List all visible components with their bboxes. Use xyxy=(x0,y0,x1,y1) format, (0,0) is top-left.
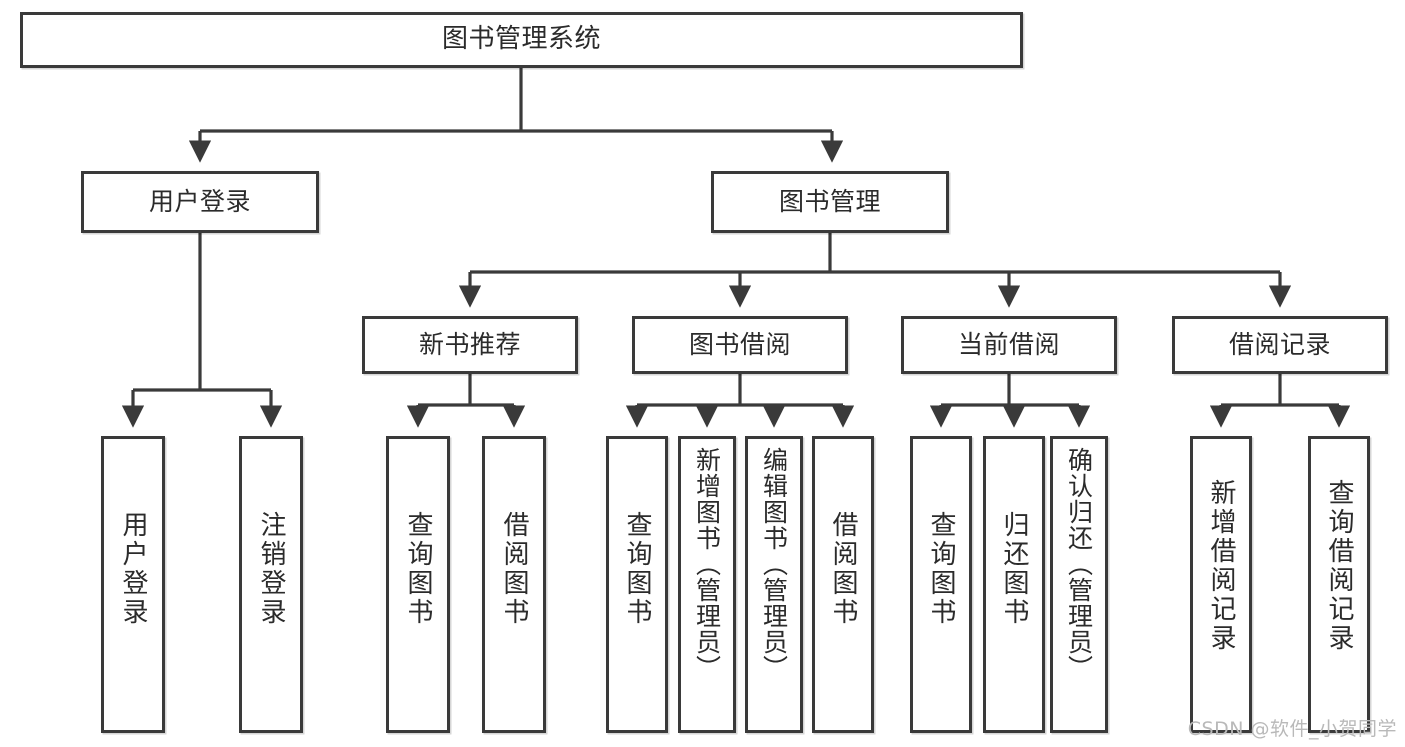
node-label: 查询借阅记录 xyxy=(1324,479,1354,653)
node-label: 借阅图书 xyxy=(499,511,529,627)
node-label: 编辑图书（管理员） xyxy=(759,447,789,681)
node-borrow-record[interactable]: 借阅记录 xyxy=(1172,316,1388,374)
node-leaf-query-borrow-record[interactable]: 查询借阅记录 xyxy=(1308,436,1370,733)
node-leaf-edit-book-admin[interactable]: 编辑图书（管理员） xyxy=(745,436,803,733)
node-label: 图书管理 xyxy=(778,187,881,216)
node-label: 用户登录 xyxy=(118,511,148,627)
node-label: 当前借阅 xyxy=(957,330,1060,359)
node-label: 借阅记录 xyxy=(1228,330,1331,359)
node-book-borrow[interactable]: 图书借阅 xyxy=(632,316,848,374)
node-leaf-borrow-book-borrow[interactable]: 借阅图书 xyxy=(812,436,874,733)
node-leaf-add-book-admin[interactable]: 新增图书（管理员） xyxy=(678,436,736,733)
node-label: 新增借阅记录 xyxy=(1206,479,1236,653)
node-book-management[interactable]: 图书管理 xyxy=(711,171,949,233)
node-leaf-user-logout[interactable]: 注销登录 xyxy=(239,436,303,733)
node-leaf-user-login[interactable]: 用户登录 xyxy=(101,436,165,733)
node-new-book-recommend[interactable]: 新书推荐 xyxy=(362,316,578,374)
node-label: 归还图书 xyxy=(999,511,1029,627)
node-label: 借阅图书 xyxy=(828,511,858,627)
node-leaf-add-borrow-record[interactable]: 新增借阅记录 xyxy=(1190,436,1252,733)
node-label: 查询图书 xyxy=(926,511,956,627)
node-label: 用户登录 xyxy=(148,187,251,216)
node-book-management-system[interactable]: 图书管理系统 xyxy=(20,12,1023,68)
node-label: 注销登录 xyxy=(256,511,286,627)
node-leaf-confirm-return-admin[interactable]: 确认归还（管理员） xyxy=(1050,436,1108,733)
node-label: 新增图书（管理员） xyxy=(692,447,722,681)
node-label: 确认归还（管理员） xyxy=(1064,447,1094,681)
node-label: 图书管理系统 xyxy=(441,24,601,55)
node-label: 新书推荐 xyxy=(418,330,521,359)
node-user-login[interactable]: 用户登录 xyxy=(81,171,319,233)
node-current-borrow[interactable]: 当前借阅 xyxy=(901,316,1117,374)
node-label: 查询图书 xyxy=(622,511,652,627)
node-leaf-query-book-borrow[interactable]: 查询图书 xyxy=(606,436,668,733)
node-leaf-return-book[interactable]: 归还图书 xyxy=(983,436,1045,733)
node-label: 图书借阅 xyxy=(688,330,791,359)
node-leaf-query-book-current[interactable]: 查询图书 xyxy=(910,436,972,733)
node-leaf-query-book-recommend[interactable]: 查询图书 xyxy=(386,436,450,733)
node-label: 查询图书 xyxy=(403,511,433,627)
node-leaf-borrow-book-recommend[interactable]: 借阅图书 xyxy=(482,436,546,733)
csdn-watermark: CSDN @软件_小贺同学 xyxy=(1187,718,1397,740)
